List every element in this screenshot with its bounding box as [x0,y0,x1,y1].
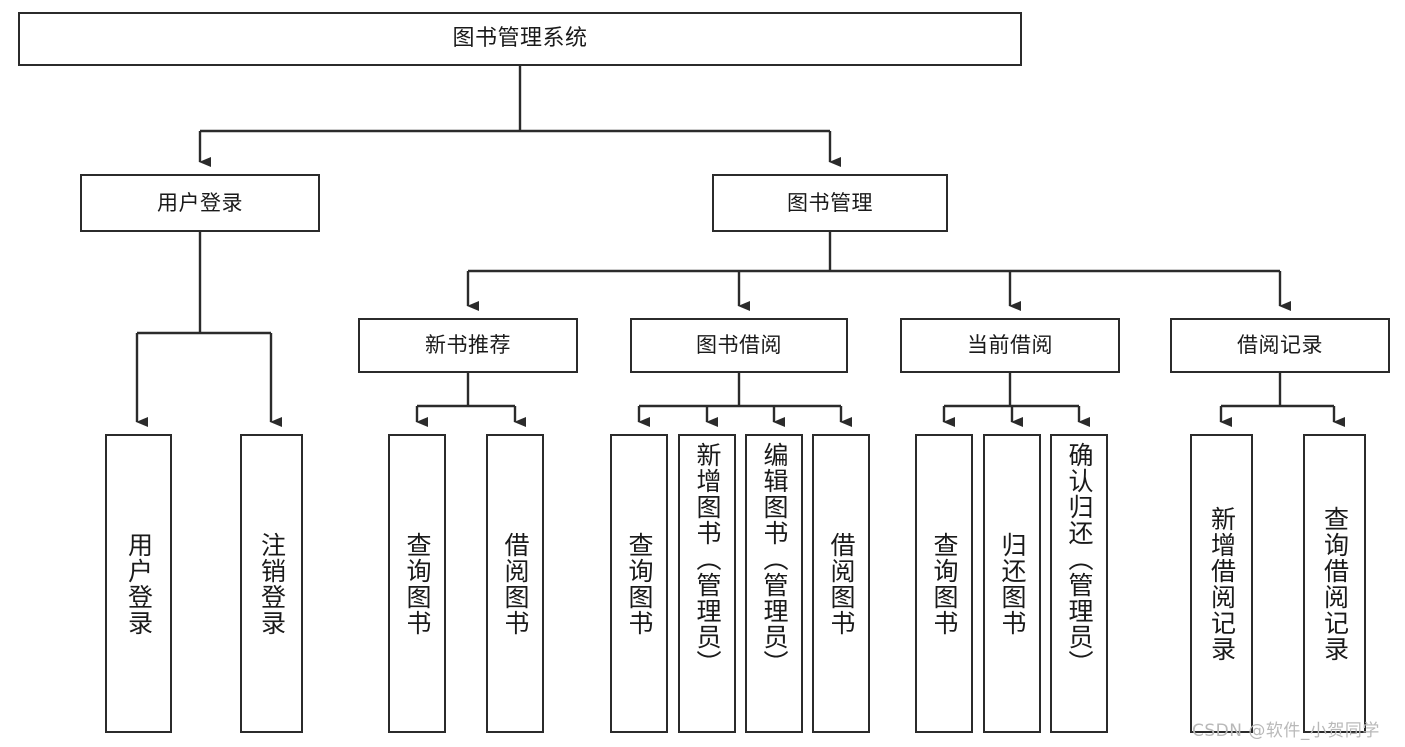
leaf-user-login-label: 用户登录 [124,531,154,636]
node-book-borrow[interactable]: 图书借阅 [630,318,848,373]
leaf-query-borrow-record-label: 查询借阅记录 [1320,505,1350,662]
leaf-add-borrow-record[interactable]: 新增借阅记录 [1190,434,1253,733]
leaf-borrow-book-label: 借阅图书 [827,531,856,636]
node-root[interactable]: 图书管理系统 [18,12,1022,66]
node-current-borrow[interactable]: 当前借阅 [900,318,1120,373]
node-book-management[interactable]: 图书管理 [712,174,948,232]
node-borrow-records[interactable]: 借阅记录 [1170,318,1390,373]
leaf-add-book-admin[interactable]: 新增图书（管理员） [678,434,736,733]
node-current-borrow-label: 当前借阅 [967,333,1053,358]
leaf-return-book-label: 归还图书 [998,531,1027,636]
leaf-borrow-book-recommend-label: 借阅图书 [501,531,530,636]
leaf-query-book-recommend-label: 查询图书 [403,531,432,636]
leaf-borrow-book-recommend[interactable]: 借阅图书 [486,434,544,733]
leaf-query-book[interactable]: 查询图书 [610,434,668,733]
node-user-login[interactable]: 用户登录 [80,174,320,232]
leaf-add-book-admin-label: 新增图书（管理员） [693,442,722,676]
leaf-borrow-book[interactable]: 借阅图书 [812,434,870,733]
leaf-return-book[interactable]: 归还图书 [983,434,1041,733]
leaf-query-borrow-record[interactable]: 查询借阅记录 [1303,434,1366,733]
node-book-borrow-label: 图书借阅 [696,333,782,358]
leaf-query-book-recommend[interactable]: 查询图书 [388,434,446,733]
leaf-edit-book-admin-label: 编辑图书（管理员） [760,442,789,676]
node-root-label: 图书管理系统 [452,26,588,52]
node-user-login-label: 用户登录 [157,190,243,215]
leaf-add-borrow-record-label: 新增借阅记录 [1207,505,1237,662]
leaf-query-book-label: 查询图书 [625,531,654,636]
leaf-query-book-current[interactable]: 查询图书 [915,434,973,733]
leaf-user-logout-label: 注销登录 [257,531,287,636]
leaf-user-login[interactable]: 用户登录 [105,434,172,733]
leaf-confirm-return-admin[interactable]: 确认归还（管理员） [1050,434,1108,733]
node-new-book-recommend[interactable]: 新书推荐 [358,318,578,373]
leaf-user-logout[interactable]: 注销登录 [240,434,303,733]
node-new-book-recommend-label: 新书推荐 [425,333,511,358]
leaf-edit-book-admin[interactable]: 编辑图书（管理员） [745,434,803,733]
node-book-management-label: 图书管理 [787,190,873,215]
node-borrow-records-label: 借阅记录 [1237,333,1323,358]
leaf-query-book-current-label: 查询图书 [930,531,959,636]
leaf-confirm-return-admin-label: 确认归还（管理员） [1065,442,1094,676]
csdn-watermark: CSDN @软件_小贺同学 [1192,721,1380,741]
